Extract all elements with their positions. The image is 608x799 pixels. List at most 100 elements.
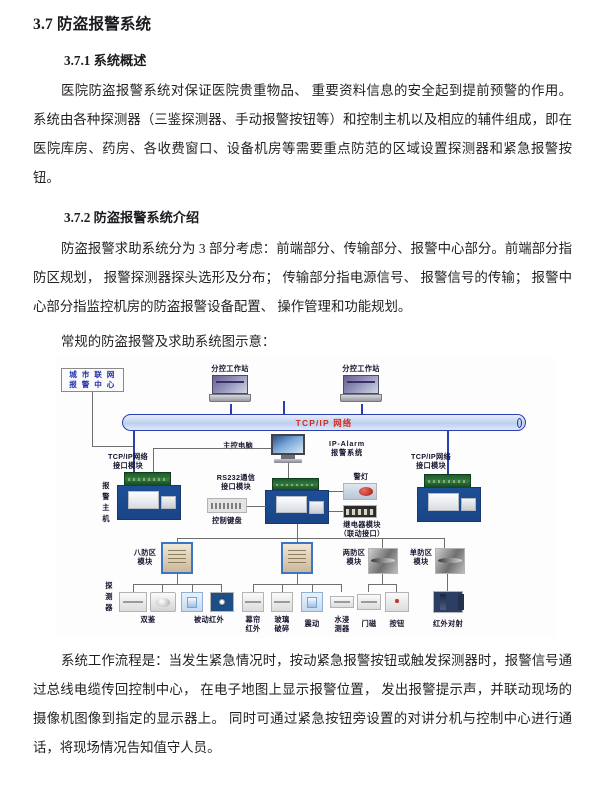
link-workstation-right-to-bus [361,404,363,416]
link-bus-to-right-module [447,430,449,477]
host-chassis [417,486,481,523]
link-bus-to-left-module [133,430,135,475]
eight-zone-module-icon [161,542,193,575]
city-alarm-center-box: 城 市 联 网 报 警 中 心 [61,368,124,393]
link-detector-7 [312,584,313,593]
alarm-host-center-icon [265,478,329,525]
alarm-host-left-icon [117,472,181,521]
link-eight-zone-down [177,574,178,585]
relay-module-icon [343,505,377,519]
main-pc-label: 主控电脑 [223,441,253,451]
monitor-stand [280,454,296,459]
link-detector-10 [396,584,397,593]
paragraph-overview: 医院防盗报警系统对保证医院贵重物品、 重要资料信息的安全起到提前预警的作用。系统… [33,83,572,186]
detector-icon-ir-beam [433,591,463,614]
tcpip-module-left-label: TCP/IP网络 接口模块 [108,452,148,471]
link-trunk-to-eight-zone-2 [297,538,298,545]
two-zone-module-label: 两防区 模块 [342,548,366,567]
subsection-heading-introduction: 3.7.2 防盗报警系统介绍 [64,210,200,226]
detector-icon-vibration [301,592,323,613]
relay-module-label: 继电器模块 （联动接口） [339,520,385,539]
link-two-zone-down [382,574,383,585]
link-detector-6 [282,584,283,593]
monitor-screen [271,434,305,455]
link-trunk-to-single-zone [444,538,445,549]
link-left-host-riser [153,448,154,477]
detector-bus-center [253,584,341,586]
link-host-to-zone-trunk [297,524,298,539]
zone-trunk-bus [177,538,444,540]
link-detector-9 [368,584,369,593]
host-chassis [117,484,181,521]
detector-label-dual-tech: 双鉴 [140,615,156,625]
paragraph-introduction: 防盗报警求助系统分为 3 部分考虑：前端部分、传输部分、报警中心部分。前端部分指… [33,241,572,315]
ip-alarm-label: IP-Alarm 报警系统 [329,439,365,458]
detector-icon-dual-tech [119,592,147,613]
tcpip-network-bus-label: TCP/IP 网络 [295,417,353,428]
alarm-lamp-label: 警灯 [353,472,369,482]
link-main-pc-to-central-host [288,463,289,479]
detector-label-pir: 被动红外 [194,615,224,625]
detector-icon-panic-button [385,592,409,613]
document-page: 3.7 防盗报警系统 3.7.1 系统概述 医院防盗报警系统对保证医院贵重物品、… [0,16,608,799]
laptop-screen [212,375,248,394]
link-keyboard-to-host [247,506,266,508]
link-trunk-to-eight-zone [177,538,178,545]
detector-label-ir-beam: 红外对射 [433,619,463,629]
subsection-heading-overview: 3.7.1 系统概述 [64,52,147,68]
section-heading: 3.7 防盗报警系统 [33,16,152,33]
link-detector-2 [162,584,163,593]
detector-icon-dual-tech-2 [150,592,176,613]
eight-zone-module-label: 八防区 模块 [133,548,157,567]
link-trunk-to-two-zone [382,538,383,549]
tcpip-network-bus: TCP/IP 网络 [122,414,526,432]
detector-label-water-leak: 水浸 测器 [334,615,350,634]
detector-icon-water-leak [330,596,354,609]
eight-zone-module-icon-2 [281,542,313,575]
control-keyboard-label: 控制键盘 [212,516,242,526]
detector-label-curtain-ir: 幕帘 红外 [245,615,261,634]
link-detector-1 [133,584,134,593]
single-zone-module-icon [435,548,465,575]
tcpip-module-right-label: TCP/IP网络 接口模块 [411,452,451,471]
detector-group-label: 探 测 器 [105,581,113,613]
alarm-host-left-label: 报 警 主 机 [102,481,110,524]
paragraph-workflow: 系统工作流程是：当发生紧急情况时，按动紧急报警按钮或触发探测器时，报警信号通过总… [33,653,572,756]
detector-icon-glass-break [271,592,293,613]
detector-icon-pir-2 [210,592,234,613]
link-host-to-relay [329,511,343,513]
detector-bus-left [133,584,221,586]
link-host-to-lamp [329,491,343,493]
detector-icon-curtain-ir [242,592,264,613]
workstation-right-label: 分控工作站 [342,364,380,374]
link-eight-zone-2-down [297,574,298,585]
link-workstation-left-to-bus [230,404,232,416]
alarm-host-right-icon [417,474,481,523]
control-keyboard-icon [207,498,247,514]
host-chassis [265,490,329,525]
workstation-left-icon [208,375,252,403]
single-zone-module-label: 单防区 模块 [409,548,433,567]
link-detector-4 [221,584,222,593]
rs232-module-label: RS232通信 接口模块 [216,473,256,492]
workstation-right-icon [339,375,383,403]
system-architecture-diagram: 城 市 联 网 报 警 中 心 分控工作站 分控工作站 TCP/IP 网络 [55,358,555,639]
link-bus-to-main-pc [283,401,285,416]
two-zone-module-icon [368,548,398,575]
link-single-zone-down [447,574,448,593]
laptop-base [208,393,252,403]
link-detector-5 [253,584,254,593]
detector-label-vibration: 震动 [304,619,320,629]
detector-icon-door-contact [357,594,381,611]
bus-terminator-icon [517,417,522,428]
link-city-center-down [92,392,93,447]
link-city-center-to-left-module [92,446,133,448]
link-detector-8 [341,584,342,593]
monitor-foot [273,458,303,464]
detector-label-glass-break: 玻璃 破碎 [274,615,290,634]
city-alarm-center-label: 城 市 联 网 报 警 中 心 [69,370,116,390]
detector-label-panic-button: 按钮 [389,619,405,629]
link-detector-3 [192,584,193,593]
laptop-base [339,393,383,403]
detector-icon-pir [181,592,203,613]
